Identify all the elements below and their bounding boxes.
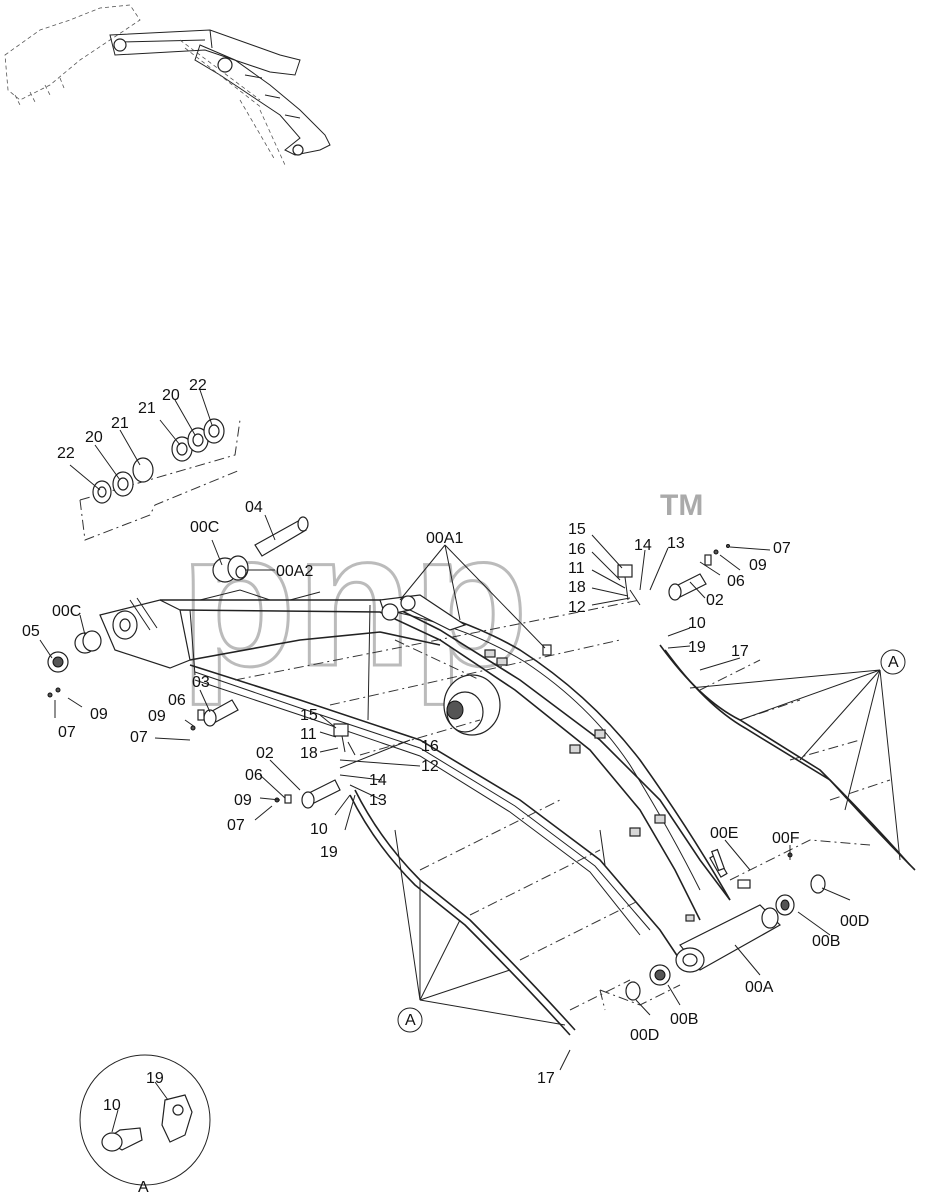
detail-label-10: 10: [103, 1097, 121, 1114]
watermark-tm: TM: [660, 489, 703, 522]
label-17-right: 17: [731, 643, 749, 660]
detail-label-19: 19: [146, 1070, 164, 1087]
label-10-left: 10: [310, 821, 328, 838]
label-09-top-right: 09: [749, 557, 767, 574]
label-07-left-3: 07: [227, 817, 245, 834]
watermark: pnp TM: [179, 489, 704, 708]
label-18-right: 18: [568, 579, 586, 596]
label-06-left-2: 06: [245, 767, 263, 784]
label-03: 03: [192, 674, 210, 691]
label-19-right: 19: [688, 639, 706, 656]
label-20-a: 20: [85, 429, 103, 446]
label-20-b: 20: [162, 387, 180, 404]
part-labels: 22 20 21 21 20 22 00C 04 00A2 00A1 15 16…: [22, 377, 899, 1196]
label-19-left: 19: [320, 844, 338, 861]
label-00F: 00F: [772, 830, 800, 847]
label-A-left: A: [405, 1012, 416, 1029]
label-16-right: 16: [568, 541, 586, 558]
label-12-right: 12: [568, 599, 586, 616]
detail-callout-left: [397, 1007, 423, 1033]
label-21-a: 21: [111, 415, 129, 432]
label-09-left-2: 09: [148, 708, 166, 725]
label-13-right: 13: [667, 535, 685, 552]
label-00D-bottom: 00D: [630, 1027, 659, 1044]
label-17-bottom: 17: [537, 1070, 555, 1087]
label-00C-left: 00C: [52, 603, 81, 620]
label-00B-right: 00B: [812, 933, 840, 950]
detail-a: [79, 1054, 211, 1186]
label-00A: 00A: [745, 979, 774, 996]
label-00B-bottom: 00B: [670, 1011, 698, 1028]
leader-lines: [39, 514, 851, 1071]
label-12-left: 12: [421, 758, 439, 775]
spacer-washers: [69, 389, 241, 541]
detail-label-A: A: [138, 1179, 149, 1196]
detail-callout-right: [880, 649, 906, 675]
label-11-left: 11: [300, 726, 317, 743]
label-06-left: 06: [168, 692, 186, 709]
label-07-top-right: 07: [773, 540, 791, 557]
label-16-left: 16: [421, 738, 439, 755]
label-A-right: A: [888, 654, 899, 671]
label-00C-top: 00C: [190, 519, 219, 536]
label-06-top-right: 06: [727, 573, 745, 590]
overview-thumbnail: [4, 4, 331, 166]
label-14-left: 14: [369, 772, 387, 789]
label-22-b: 22: [189, 377, 207, 394]
label-00D-right: 00D: [840, 913, 869, 930]
pins-and-parts: [47, 516, 826, 1001]
label-18-left: 18: [300, 745, 318, 762]
label-13-left: 13: [369, 792, 387, 809]
label-00E: 00E: [710, 825, 738, 842]
label-02-left: 02: [256, 745, 274, 762]
label-07-left: 07: [58, 724, 76, 741]
label-02-top-right: 02: [706, 592, 724, 609]
label-15-left: 15: [300, 707, 318, 724]
label-04: 04: [245, 499, 263, 516]
label-09-left: 09: [90, 706, 108, 723]
label-05: 05: [22, 623, 40, 640]
hydraulic-lines: [349, 544, 916, 1036]
label-21-b: 21: [138, 400, 156, 417]
label-15-right: 15: [568, 521, 586, 538]
label-00A1: 00A1: [426, 530, 463, 547]
label-07-left-2: 07: [130, 729, 148, 746]
label-09-left-3: 09: [234, 792, 252, 809]
label-10-right: 10: [688, 615, 706, 632]
label-00A2: 00A2: [276, 563, 313, 580]
label-11-right: 11: [568, 560, 585, 577]
label-14-right: 14: [634, 537, 652, 554]
label-22-a: 22: [57, 445, 75, 462]
boom-structure: [99, 589, 781, 973]
